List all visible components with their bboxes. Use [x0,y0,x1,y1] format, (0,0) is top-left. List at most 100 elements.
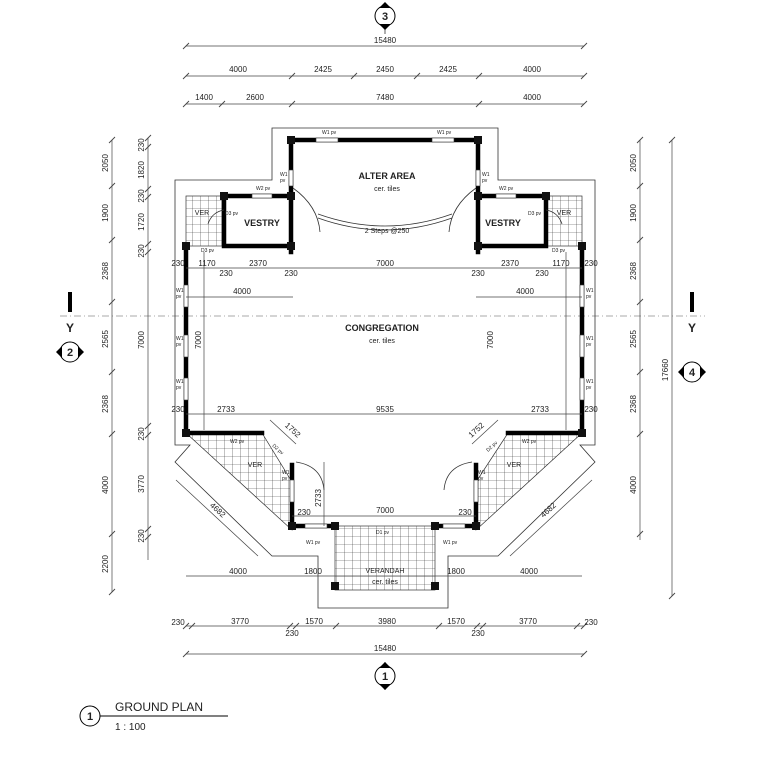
room-alter-finish: cer. tiles [374,186,400,193]
dim-inner-4000-right: 4000 [516,287,534,296]
tag-w1-alter-left: W1 [280,172,288,178]
title-name: GROUND PLAN [115,700,203,714]
tag-w1-top-right: W1 pv [437,130,452,136]
tag-pv-r2: pv [586,342,592,348]
dim-right-outer-6: 4000 [629,476,638,494]
dim-diag-1752-right: 1752 [467,420,487,439]
dim-left-outer-2: 1900 [101,204,110,222]
dim-top-row1-3: 2450 [376,65,394,74]
dim-veranda-2: 1800 [304,567,322,576]
dim-bottom-6: 1570 [447,617,465,626]
dim-left-outer-1: 2050 [101,154,110,172]
section-label-left: Y [66,321,74,335]
room-alter-name: ALTER AREA [359,171,416,181]
room-ver-tr: VER [557,210,571,217]
dim-top-row1-5: 4000 [523,65,541,74]
dim-inner-2733: 2733 [314,489,323,507]
dim-bottom-9: 230 [584,618,598,627]
tag-w1-l2: W1 [176,336,184,342]
tag-pv-r1: pv [586,294,592,300]
tag-w2-left: W2 pv [256,186,271,192]
dim-inner-a-10: 1170 [552,259,570,268]
dim-top-row2-2: 2600 [246,93,264,102]
tag-d3-ver-left: D3 pv [201,248,215,254]
dim-inner-230-right: 230 [458,508,472,517]
dim-veranda-3: 1800 [447,567,465,576]
grid-marker-4: 4 [678,361,706,383]
dim-inner-a-1: 230 [171,259,185,268]
dim-bottom-overall: 15480 [374,644,397,653]
dim-left-outer-4: 2565 [101,330,110,348]
tag-w2-bl: W2 pv [230,439,245,445]
room-ver-br: VER [507,462,521,469]
dim-bottom-1: 230 [171,618,185,627]
tag-pv-l1: pv [176,294,182,300]
tag-d3-vestry-right: D3 pv [528,211,542,217]
tag-w1-top-left: W1 pv [322,130,337,136]
tag-w1-bl: W1 [282,470,290,476]
room-congregation-finish: cer. tiles [369,338,395,345]
verandah-floor [334,525,436,591]
dim-inner-b-3: 9535 [376,405,394,414]
steps-label: 2 Steps @250 [365,228,410,235]
grid-label-4: 4 [689,367,696,379]
grid-label-3: 3 [382,11,388,23]
dim-inner-a-8: 2370 [501,259,519,268]
tag-w2-right: W2 pv [499,186,514,192]
dim-inner-4000-left: 4000 [233,287,251,296]
title-number: 1 [87,711,93,723]
dim-left-inner-4: 1720 [137,213,146,231]
tag-d3-vestry-left: D3 pv [225,211,239,217]
dim-left-inner-1: 230 [137,138,146,152]
title-block: 1 GROUND PLAN 1 : 100 [79,700,228,733]
dim-right-outer-5: 2368 [629,395,638,413]
dim-inner-a-7: 230 [471,269,485,278]
tag-w1-veranda-left: W1 pv [306,540,321,546]
dim-top-row2-3: 7480 [376,93,394,102]
tag-w1-r2: W1 [586,336,594,342]
tag-pv-l3: pv [176,385,182,391]
room-ver-bl: VER [248,462,262,469]
inner-dimensions: 230 1170 230 2370 230 7000 230 2370 230 … [171,252,598,577]
plinth-outline [174,127,596,609]
dim-top-row2-4: 4000 [523,93,541,102]
dim-left-inner-5: 230 [137,244,146,258]
tag-w1-veranda-right: W1 pv [443,540,458,546]
dim-inner-a-3: 230 [219,269,233,278]
grid-label-2: 2 [67,347,73,359]
dim-inner-b-1: 230 [171,405,185,414]
room-labels: ALTER AREA cer. tiles 2 Steps @250 VESTR… [195,171,571,586]
dim-top-row1-1: 4000 [229,65,247,74]
dim-diag-1752-left: 1752 [283,421,303,440]
top-dimensions: 15480 4000 2425 2450 2425 4000 1400 2600… [182,36,588,108]
windows [183,137,585,529]
dim-left-inner-7: 230 [137,427,146,441]
dim-left-outer-3: 2368 [101,262,110,280]
grid-marker-1: 1 [374,662,396,690]
dim-bottom-2: 3770 [231,617,249,626]
section-label-right: Y [688,321,696,335]
dim-inner-7000-right: 7000 [486,331,495,349]
tag-d1: D1 pv [376,530,390,536]
dim-right-outer-1: 2050 [629,154,638,172]
dim-left-outer-7: 2200 [101,555,110,573]
dim-left-inner-6: 7000 [137,331,146,349]
room-congregation-name: CONGREGATION [345,323,419,333]
grid-marker-2: 2 [56,341,84,363]
tag-pv-alter-left: pv [280,178,286,184]
dim-veranda-4: 4000 [520,567,538,576]
dim-bottom-8: 3770 [519,617,537,626]
dim-bottom-4: 1570 [305,617,323,626]
tag-w1-r3: W1 [586,379,594,385]
dim-bottom-7: 230 [471,629,485,638]
tag-pv-r3: pv [586,385,592,391]
dim-top-overall: 15480 [374,36,397,45]
room-ver-tl: VER [195,210,209,217]
dim-inner-a-9: 230 [535,269,549,278]
dim-inner-7000-bottom: 7000 [376,506,394,515]
dim-diag-4682-right: 4682 [539,500,559,519]
tag-pv-bl: pv [282,476,288,482]
dim-inner-a-11: 230 [584,259,598,268]
dim-left-inner-2: 1820 [137,161,146,179]
